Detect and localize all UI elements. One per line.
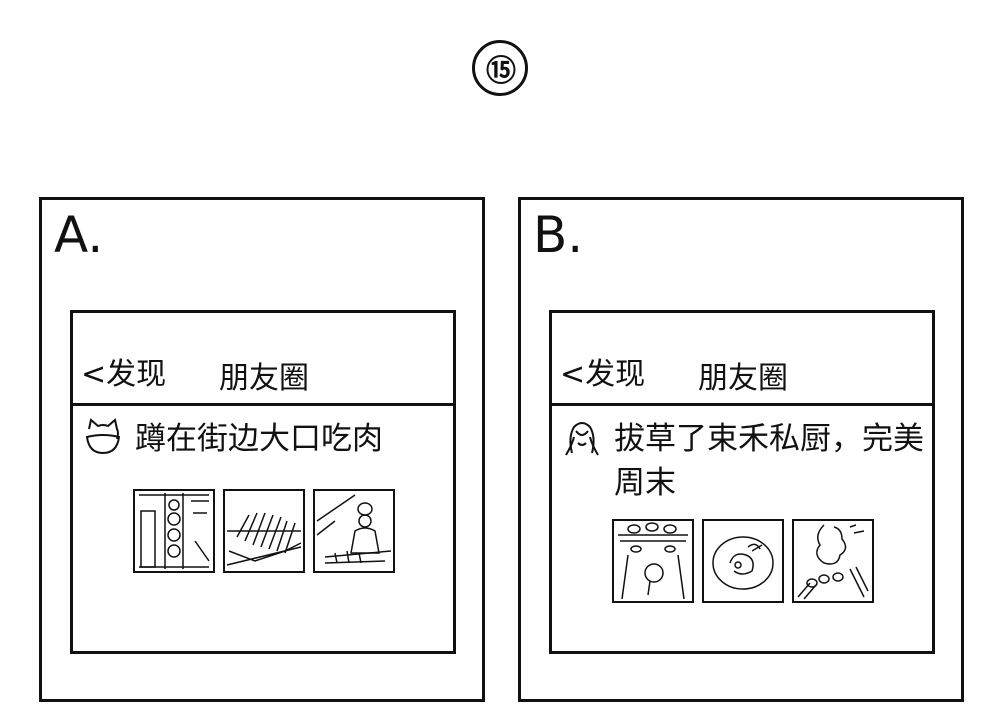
grilled-skewers-icon[interactable] bbox=[133, 489, 215, 573]
screen-title: 朋友圈 bbox=[219, 361, 309, 396]
screen-header: <发现 朋友圈 bbox=[73, 313, 453, 406]
moments-screen: <发现 朋友圈 拔草了束禾私厨，完美周末 bbox=[549, 310, 935, 654]
photo-grid bbox=[612, 519, 874, 603]
question-number: ⑮ bbox=[472, 40, 528, 96]
post-text: 蹲在街边大口吃肉 bbox=[135, 421, 383, 457]
chef-cooking-icon[interactable] bbox=[313, 489, 395, 573]
screen-title: 朋友圈 bbox=[698, 361, 788, 396]
screen-header: <发现 朋友圈 bbox=[552, 313, 932, 406]
option-b[interactable]: B. <发现 朋友圈 拔草了束禾私厨，完美周末 bbox=[518, 197, 964, 702]
restaurant-table-icon[interactable] bbox=[612, 519, 694, 603]
moments-screen: <发现 朋友圈 蹲在街边大口吃肉 bbox=[70, 310, 456, 654]
plated-dish-icon[interactable] bbox=[702, 519, 784, 603]
back-link[interactable]: <发现 bbox=[560, 357, 646, 392]
option-letter: B. bbox=[533, 206, 584, 264]
photo-grid bbox=[133, 489, 395, 573]
option-a[interactable]: A. <发现 朋友圈 蹲在街边大口吃肉 bbox=[39, 197, 485, 702]
cat-face-icon bbox=[83, 417, 123, 457]
grill-skewers-icon[interactable] bbox=[223, 489, 305, 573]
woman-face-icon bbox=[562, 417, 602, 457]
back-link[interactable]: <发现 bbox=[81, 357, 167, 392]
option-letter: A. bbox=[54, 206, 104, 264]
post-text: 拔草了束禾私厨，完美周末 bbox=[614, 421, 924, 501]
desserts-icon[interactable] bbox=[792, 519, 874, 603]
